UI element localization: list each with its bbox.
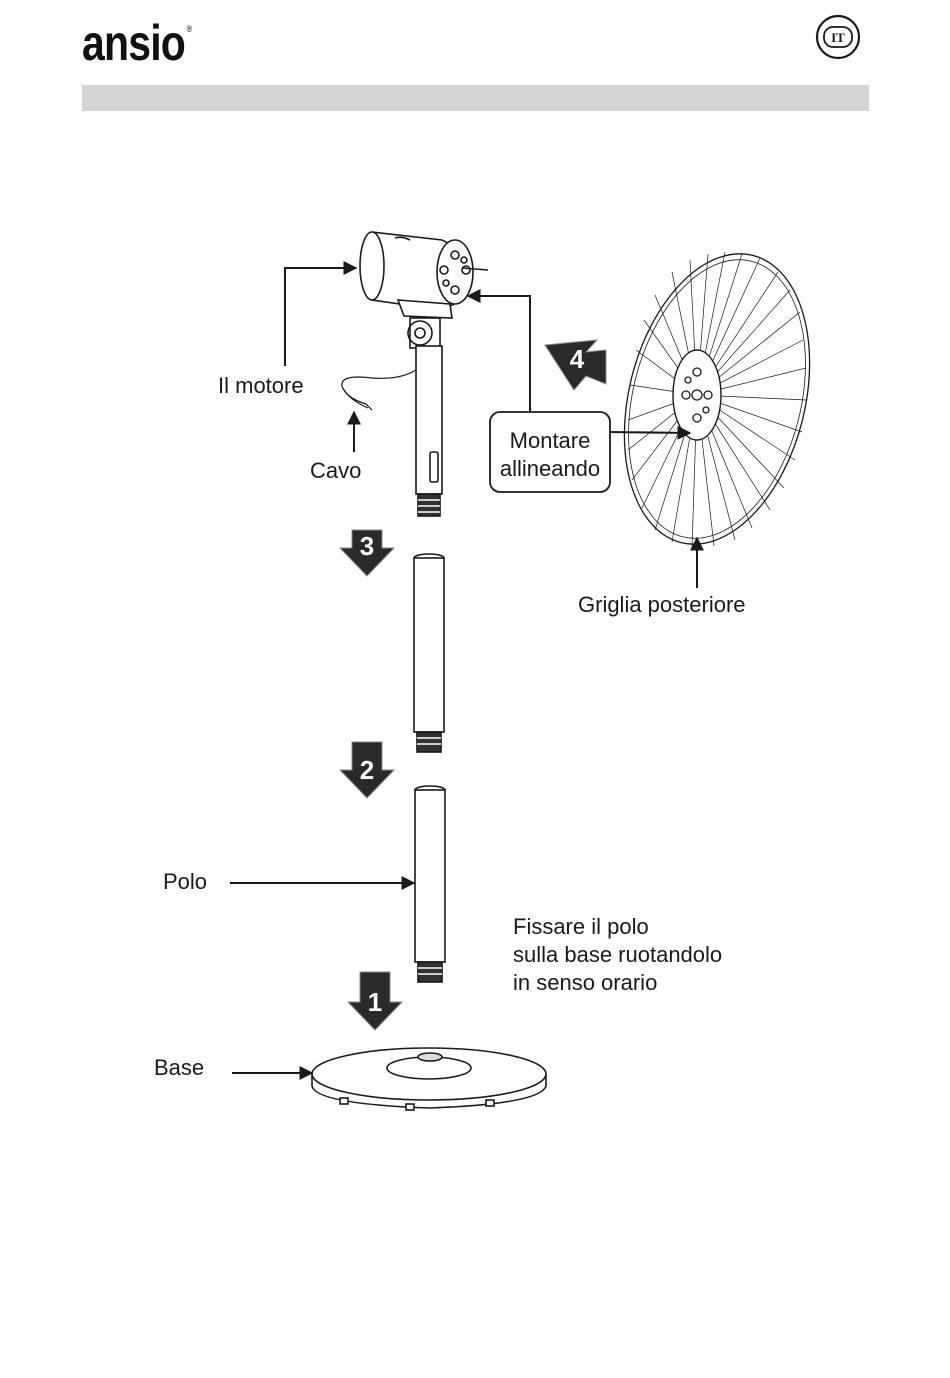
instruction-line-2: sulla base ruotandolo bbox=[513, 942, 722, 967]
step-number-2: 2 bbox=[360, 755, 374, 785]
label-pole: Polo bbox=[163, 869, 207, 894]
step-arrow-4: 4 bbox=[545, 340, 606, 390]
step-number-3: 3 bbox=[360, 531, 374, 561]
step-arrow-2: 2 bbox=[340, 742, 394, 798]
step-arrow-3: 3 bbox=[340, 530, 394, 576]
instruction-line-1: Fissare il polo bbox=[513, 914, 649, 939]
motor-leader bbox=[285, 268, 356, 366]
step-arrow-1: 1 bbox=[348, 972, 402, 1030]
step-number-4: 4 bbox=[570, 344, 585, 374]
label-rear-grille: Griglia posteriore bbox=[578, 592, 746, 617]
motor-head bbox=[360, 232, 488, 348]
cable bbox=[342, 370, 416, 410]
mount-leader bbox=[468, 296, 530, 412]
label-base: Base bbox=[154, 1055, 204, 1080]
label-mount-line1: Montare bbox=[510, 428, 591, 453]
middle-pole bbox=[414, 554, 444, 752]
instruction-line-3: in senso orario bbox=[513, 970, 657, 995]
label-motor: Il motore bbox=[218, 373, 304, 398]
lower-pole bbox=[415, 786, 445, 982]
rear-grille bbox=[596, 234, 838, 564]
fan-base bbox=[312, 1048, 546, 1110]
label-mount-line2: allineando bbox=[500, 456, 600, 481]
mount-leader-right bbox=[610, 432, 690, 433]
step-number-1: 1 bbox=[368, 987, 382, 1017]
upper-pole bbox=[416, 346, 442, 516]
label-cable: Cavo bbox=[310, 458, 361, 483]
